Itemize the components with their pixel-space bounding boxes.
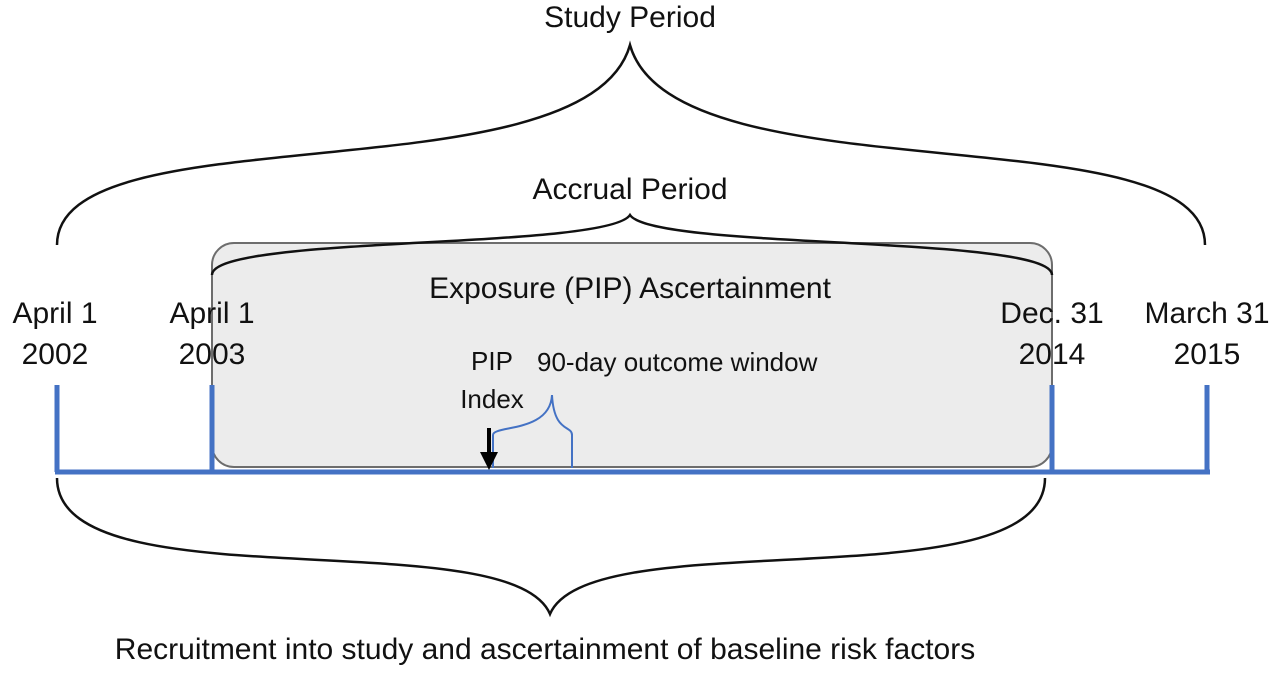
- study-period-label: Study Period: [544, 1, 716, 34]
- date-2015-line2: 2015: [1174, 338, 1241, 371]
- date-2002-line2: 2002: [22, 338, 89, 371]
- date-2003-line2: 2003: [179, 338, 246, 371]
- recruitment-brace: [55, 477, 1047, 618]
- date-2015-line1: March 31: [1144, 297, 1269, 330]
- outcome-window-brace: [492, 394, 573, 468]
- exposure-ascertainment-label: Exposure (PIP) Ascertainment: [429, 272, 832, 305]
- date-2014-line2: 2014: [1019, 338, 1086, 371]
- pip-index-label-line1: PIP: [471, 346, 513, 376]
- outcome-window-label: 90-day outcome window: [537, 347, 818, 377]
- pip-index-arrow: [480, 428, 498, 470]
- exposure-ascertainment-box: [211, 242, 1053, 468]
- date-2002-line1: April 1: [12, 297, 97, 330]
- pip-index-label-line2: Index: [460, 384, 524, 414]
- date-2003-line1: April 1: [169, 297, 254, 330]
- study-period-brace: [55, 40, 1207, 246]
- date-2014-line1: Dec. 31: [1000, 297, 1103, 330]
- accrual-period-label: Accrual Period: [532, 173, 727, 206]
- accrual-period-brace: [210, 212, 1054, 276]
- recruitment-label: Recruitment into study and ascertainment…: [115, 633, 975, 666]
